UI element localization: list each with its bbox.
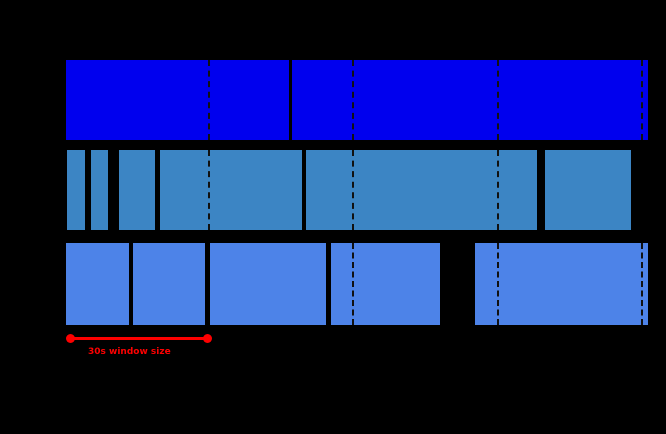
timeline-segment[interactable] (160, 150, 302, 230)
timeline-segment[interactable] (545, 150, 631, 230)
timeline-track-3 (0, 243, 666, 325)
window-size-label: 30s window size (88, 347, 171, 357)
timeline-segment[interactable] (331, 243, 440, 325)
window-size-measure-line (70, 337, 207, 340)
timeline-segment[interactable] (133, 243, 205, 325)
timeline-segment[interactable] (292, 60, 648, 140)
timeline-segment[interactable] (475, 243, 648, 325)
timeline-segment[interactable] (91, 150, 108, 230)
timeline-segment[interactable] (119, 150, 155, 230)
measure-cap-start (66, 334, 75, 343)
measure-cap-end (203, 334, 212, 343)
timeline-segment[interactable] (67, 150, 85, 230)
timeline-segment[interactable] (66, 243, 129, 325)
timeline-segment[interactable] (210, 243, 326, 325)
timeline-track-1 (0, 60, 666, 140)
timeline-segment[interactable] (306, 150, 537, 230)
timeline-segment[interactable] (66, 60, 289, 140)
timeline-track-2 (0, 150, 666, 230)
